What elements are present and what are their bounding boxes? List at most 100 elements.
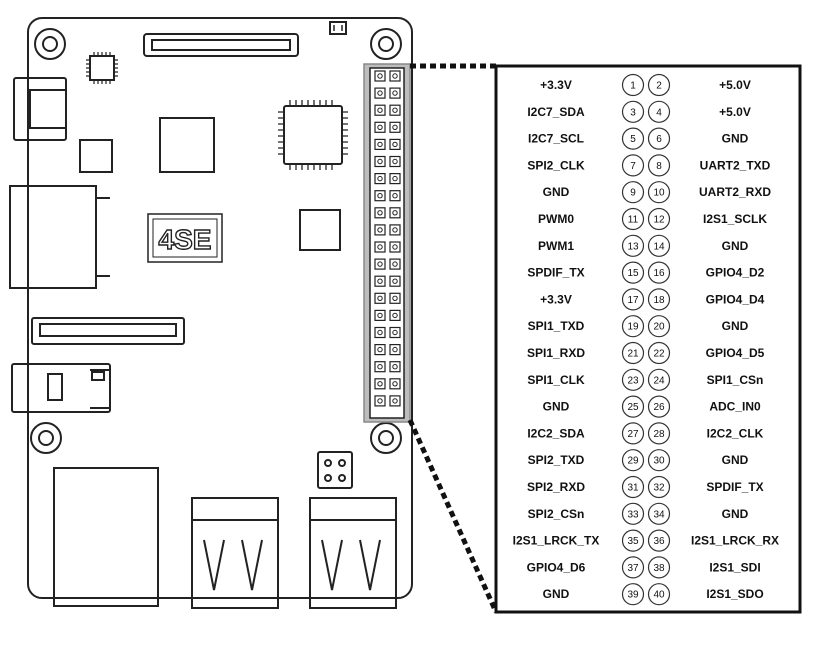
pin-number-odd: 3 (630, 107, 636, 118)
pin-circle (647, 315, 671, 338)
pin-number-even: 24 (653, 375, 665, 386)
header-pin-pad (374, 190, 386, 202)
pin-circle (647, 422, 671, 445)
pin-number-odd: 21 (627, 349, 639, 360)
header-pin-hole (392, 312, 398, 319)
pin-circle (621, 315, 645, 338)
header-pin-hole (377, 107, 383, 113)
pin-number-odd: 29 (627, 456, 639, 467)
header-pin-hole (392, 175, 398, 182)
header-pin-pad (389, 241, 401, 253)
small-square-chip (79, 139, 113, 173)
board-logo (147, 213, 223, 263)
pin-label-left: GND (543, 587, 570, 601)
pin-circle (647, 368, 671, 391)
pin-label-right: GND (722, 239, 749, 253)
header-pin-hole (392, 346, 398, 353)
pin-label-left: SPDIF_TX (527, 266, 584, 280)
header-pin-pad (374, 104, 386, 116)
header-pin-hole (377, 261, 383, 267)
header-pin-hole (392, 381, 398, 387)
header-pin-hole (377, 244, 383, 250)
pin-circle (621, 449, 645, 472)
header-pin-hole (392, 141, 398, 148)
pin-label-left: I2S1_LRCK_TX (513, 534, 600, 548)
pin-number-even: 38 (653, 563, 665, 574)
pin-circle (647, 181, 671, 204)
pin-circle (647, 73, 671, 97)
pin-circle (647, 341, 671, 365)
header-pin-hole (392, 261, 398, 267)
header-pin-pad (374, 70, 386, 82)
pin-label-right: I2S1_SDI (709, 560, 760, 574)
header-pin-pad (374, 309, 386, 321)
header-pin-pad (374, 344, 386, 356)
top-small-component (329, 21, 347, 35)
soc-chip (159, 117, 215, 173)
pin-circle (647, 261, 671, 284)
mounting-hole-top-left (34, 28, 66, 60)
pin-circle (647, 449, 671, 472)
pin-circle (621, 341, 645, 365)
pin-circle (647, 556, 671, 579)
pin-label-left: +3.3V (540, 292, 572, 306)
pin-label-right: GND (722, 319, 749, 333)
pin-number-odd: 27 (627, 429, 639, 440)
header-pin-pad (389, 344, 401, 356)
pin-number-odd: 25 (627, 402, 639, 413)
header-pin-pad (389, 155, 401, 168)
header-pin-pad (389, 309, 401, 321)
header-pin-hole (392, 193, 398, 199)
pin-circle (647, 583, 671, 606)
header-pin-hole (377, 381, 383, 387)
pin-number-odd: 33 (627, 509, 639, 520)
header-pin-pad (374, 395, 386, 407)
pin-label-right: I2S1_SDO (706, 587, 763, 601)
pin-circle (647, 395, 671, 418)
ethernet-port (53, 467, 159, 607)
header-pin-hole (392, 244, 398, 250)
header-pin-pad (374, 138, 386, 150)
pin-label-left: I2C7_SCL (528, 132, 584, 146)
pin-number-even: 22 (653, 349, 665, 360)
pin-label-left: +3.3V (540, 78, 572, 92)
pin-label-right: GPIO4_D5 (706, 346, 765, 360)
pin-number-even: 20 (653, 322, 665, 333)
header-pin-hole (392, 210, 398, 216)
header-pin-pad (374, 155, 386, 168)
pin-number-even: 34 (653, 509, 665, 520)
header-pin-pad (374, 378, 386, 390)
header-pin-pad (389, 275, 401, 287)
pin-label-left: SPI2_CLK (527, 158, 585, 172)
pin-number-even: 28 (653, 429, 665, 440)
header-pin-pad (389, 326, 401, 339)
pin-number-odd: 39 (627, 590, 639, 601)
board (9, 17, 413, 609)
callout-lines (407, 63, 499, 614)
pin-number-even: 26 (653, 402, 665, 413)
pin-number-odd: 7 (630, 161, 636, 172)
header-pin-pad (374, 87, 386, 99)
pin-circle (647, 529, 671, 552)
header-pin-pad (374, 224, 386, 236)
header-pin-hole (377, 90, 383, 96)
card-slot (31, 317, 185, 345)
header-pin-pad (374, 326, 386, 339)
pin-number-even: 18 (653, 295, 665, 306)
header-pin-pad (374, 121, 386, 133)
header-pin-hole (392, 124, 398, 131)
pin-label-right: +5.0V (719, 105, 751, 119)
usb-port-1 (191, 497, 279, 609)
